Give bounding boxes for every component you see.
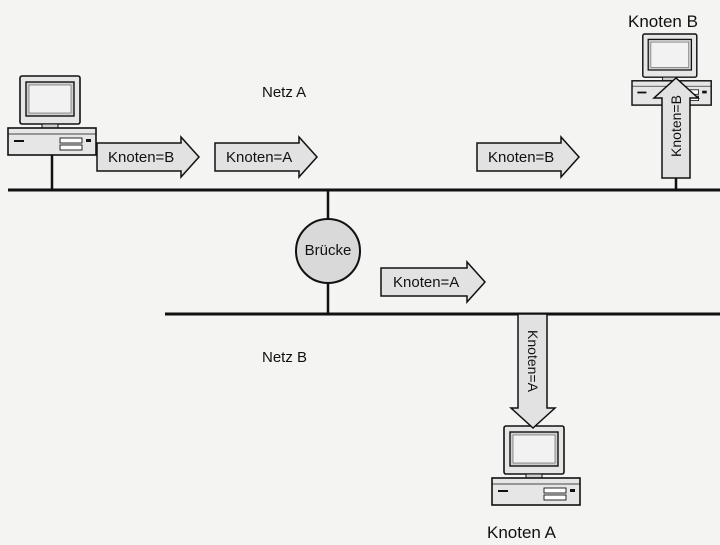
frame-label-3: Knoten=B <box>488 149 554 166</box>
net-a-label: Netz A <box>262 84 306 101</box>
computer-icon <box>492 426 580 505</box>
frame-label-1: Knoten=B <box>108 149 174 166</box>
frame-label-6: Knoten=B <box>668 95 684 157</box>
frame-label-4: Knoten=A <box>393 274 459 291</box>
computer-icon <box>8 76 96 155</box>
node-b-title: Knoten B <box>628 12 698 32</box>
node-a-title: Knoten A <box>487 523 556 543</box>
frame-label-5: Knoten=A <box>525 330 541 392</box>
frame-label-2: Knoten=A <box>226 149 292 166</box>
net-b-label: Netz B <box>262 349 307 366</box>
bridge-label: Brücke <box>292 242 364 259</box>
